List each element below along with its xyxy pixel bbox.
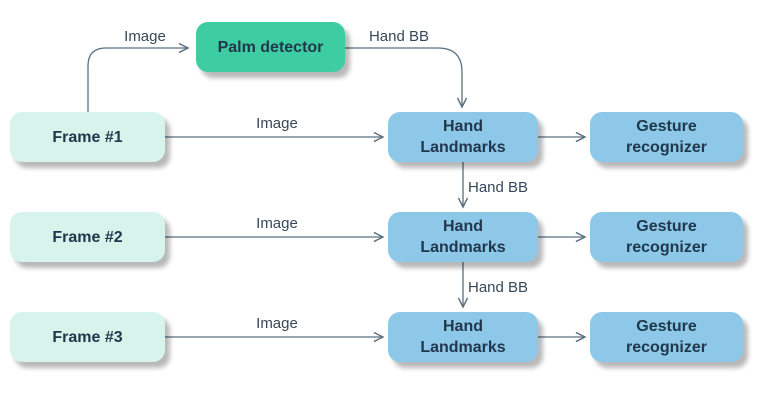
node-hand-landmarks-1: Hand Landmarks <box>388 112 538 162</box>
edge-label-image-frame3-to-hl3: Image <box>256 315 298 332</box>
node-gesture-recognizer-2: Gesture recognizer <box>590 212 743 262</box>
edge-label-handbb-hl1-to-hl2: Hand BB <box>468 179 529 196</box>
edge-label-image-frame1-to-palm: Image <box>124 28 166 45</box>
arrow-frame1-to-palm <box>87 42 190 112</box>
node-frame-2: Frame #2 <box>10 212 165 262</box>
arrow-palm-to-hand-landmarks-1 <box>345 47 468 109</box>
node-hand-landmarks-2: Hand Landmarks <box>388 212 538 262</box>
edge-label-image-frame1-to-hl1: Image <box>256 115 298 132</box>
edge-label-handbb-hl2-to-hl3: Hand BB <box>468 279 529 296</box>
node-palm-detector: Palm detector <box>196 22 345 72</box>
edge-label-handbb-palm-to-hl1: Hand BB <box>368 28 430 45</box>
node-hand-landmarks-3: Hand Landmarks <box>388 312 538 362</box>
node-gesture-recognizer-3: Gesture recognizer <box>590 312 743 362</box>
edge-label-image-frame2-to-hl2: Image <box>256 215 298 232</box>
node-frame-3: Frame #3 <box>10 312 165 362</box>
node-gesture-recognizer-1: Gesture recognizer <box>590 112 743 162</box>
node-frame-1: Frame #1 <box>10 112 165 162</box>
